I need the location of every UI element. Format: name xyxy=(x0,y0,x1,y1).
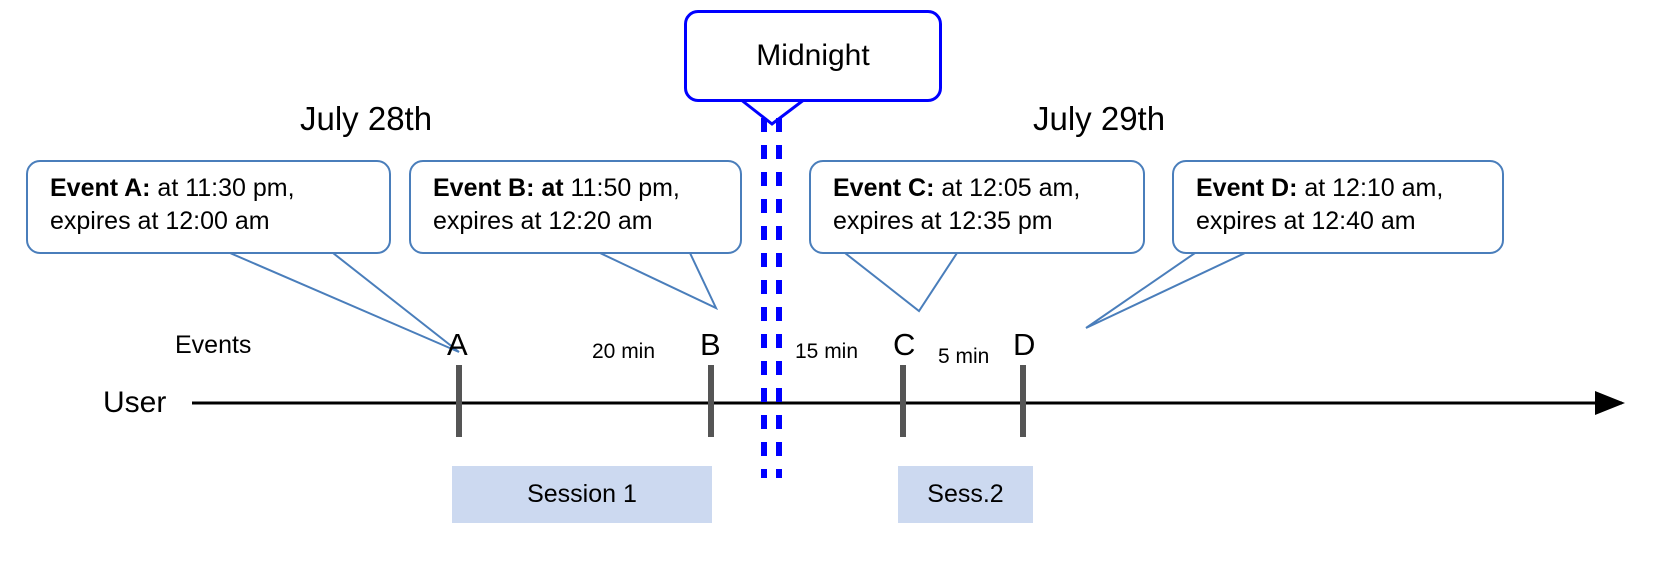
callout-tail-c xyxy=(844,252,958,313)
marker-label-b: B xyxy=(700,327,721,362)
event-callout-a-line2: expires at 12:00 am xyxy=(50,206,270,235)
event-callout-c: Event C: at 12:05 am, expires at 12:35 p… xyxy=(809,160,1145,254)
event-callout-b-line1: 11:50 pm, xyxy=(563,174,680,202)
date-label-july-29: July 29th xyxy=(1033,100,1166,137)
session-band-2-label: Sess.2 xyxy=(927,480,1004,508)
callout-tail-d xyxy=(1085,252,1246,329)
session-band-1: Session 1 xyxy=(452,466,712,523)
row-label-events: Events xyxy=(175,331,252,359)
row-label-user: User xyxy=(103,386,167,419)
marker-label-d: D xyxy=(1013,327,1036,362)
event-callout-d-line1: at 12:10 am, xyxy=(1297,174,1444,202)
event-callout-c-line1: at 12:05 am, xyxy=(934,174,1081,202)
marker-label-c: C xyxy=(893,327,916,362)
gap-label-a-b: 20 min xyxy=(592,340,656,363)
event-callout-a-line1: at 11:30 pm, xyxy=(150,174,295,202)
date-label-july-28: July 28th xyxy=(300,100,433,137)
midnight-callout: Midnight xyxy=(684,10,942,102)
session-band-1-label: Session 1 xyxy=(527,480,637,508)
event-callout-c-lead: Event C: xyxy=(833,174,935,202)
marker-label-a: A xyxy=(447,327,468,362)
event-callout-a-lead: Event A: xyxy=(50,174,151,202)
event-callout-d: Event D: at 12:10 am, expires at 12:40 a… xyxy=(1172,160,1504,254)
event-callout-d-line2: expires at 12:40 am xyxy=(1196,206,1416,235)
midnight-callout-label: Midnight xyxy=(756,39,870,72)
callout-tail-a xyxy=(229,252,460,353)
callout-tail-b xyxy=(599,252,719,311)
event-callout-a: Event A: at 11:30 pm, expires at 12:00 a… xyxy=(26,160,391,254)
session-band-2: Sess.2 xyxy=(898,466,1033,523)
event-callout-b-lead: Event B: at xyxy=(433,174,564,202)
event-callout-d-lead: Event D: xyxy=(1196,174,1298,202)
event-callout-c-line2: expires at 12:35 pm xyxy=(833,206,1053,235)
gap-label-c-d: 5 min xyxy=(938,345,990,368)
event-callout-b-line2: expires at 12:20 am xyxy=(433,206,653,235)
gap-label-b-c: 15 min xyxy=(795,340,859,363)
event-callout-b: Event B: at 11:50 pm, expires at 12:20 a… xyxy=(409,160,742,254)
midnight-callout-tail xyxy=(739,97,806,126)
